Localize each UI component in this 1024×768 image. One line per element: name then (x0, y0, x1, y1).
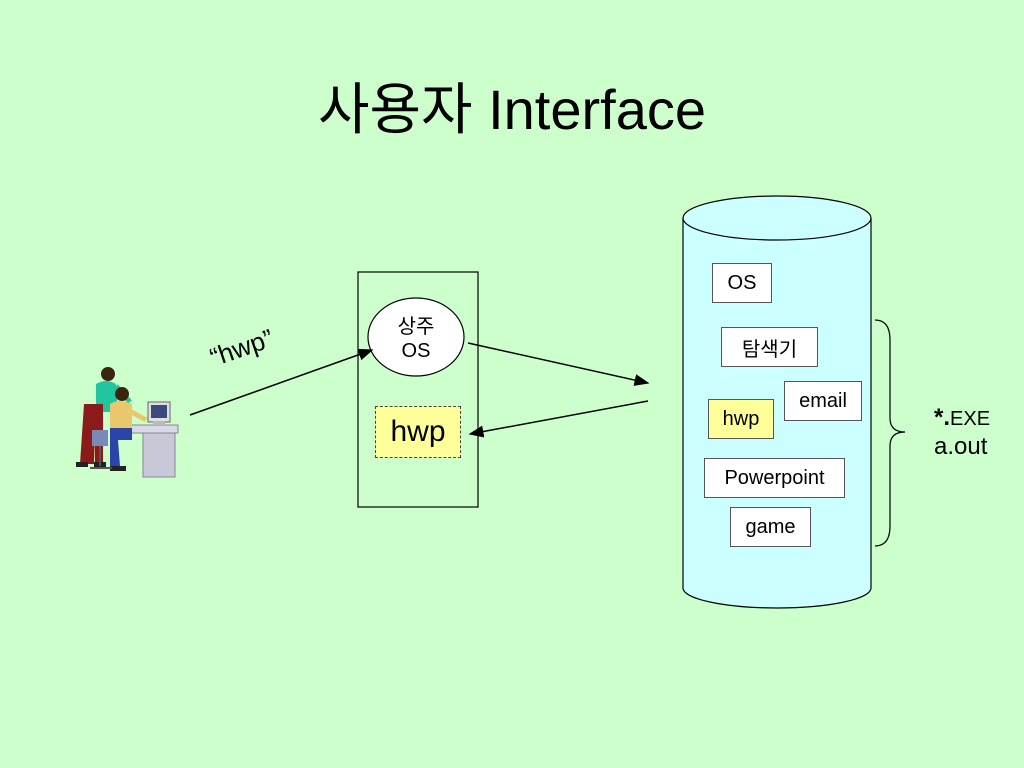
disk-item-game: game (730, 507, 811, 547)
resident-os-label-line1: 상주 (397, 316, 435, 338)
slide-title: 사용자 Interface (317, 78, 707, 141)
memory-hwp-program: hwp (375, 406, 461, 458)
resident-os-ellipse (367, 297, 465, 377)
executable-ext-label: *.EXE (934, 404, 990, 432)
disk-item-os: OS (712, 263, 772, 303)
user-to-os-arrow (189, 348, 374, 416)
resident-os-label-line2: OS (401, 340, 431, 362)
disk-item-powerpoint: Powerpoint (704, 458, 845, 498)
disk-item-explorer: 탐색기 (721, 327, 818, 367)
disk-to-hwp-arrow (468, 400, 649, 438)
curly-brace (874, 319, 906, 547)
exe-star: *. (934, 404, 951, 431)
memory-box (357, 271, 479, 508)
disk-item-hwp: hwp (708, 399, 774, 439)
aout-label: a.out (934, 433, 988, 460)
os-to-disk-arrow (467, 342, 650, 386)
exe-text: EXE (950, 408, 991, 430)
users-at-computer-illustration (76, 367, 179, 478)
disk-item-email: email (784, 381, 862, 421)
